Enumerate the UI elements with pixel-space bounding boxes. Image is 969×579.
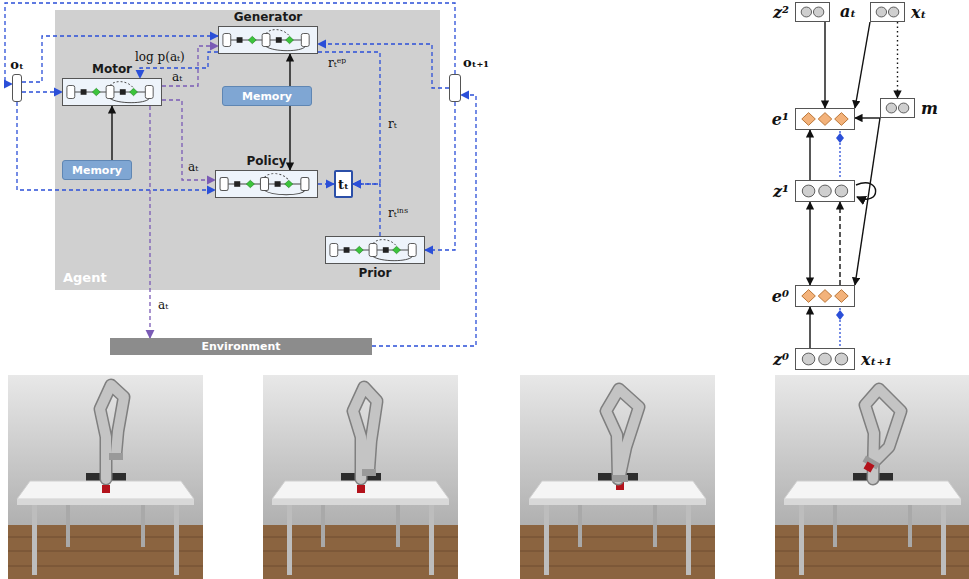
variable-name: z⁰ [773,350,789,369]
robot-frame [263,375,458,579]
environment-bar: Environment [110,338,372,355]
module-icon [796,286,854,306]
module-icon [871,3,904,21]
variable-name: z¹ [773,182,789,201]
variable-box: z⁰xₜ₊₁ [795,348,855,370]
connector [318,52,380,184]
module-name: Policy [246,154,286,168]
module-icon [326,237,424,263]
signal-label: rₜᵉᵖ [326,56,348,70]
region-label: Agent [63,270,107,285]
module-name: Generator [234,10,303,24]
module-icon [219,27,317,53]
target-box: tₜ [334,170,353,198]
agent-region: GeneratorMemoryMotorMemoryPolicytₜPriorA… [55,10,440,290]
connector [855,118,880,285]
module-box: Generator [218,26,318,54]
observation-box: oₜ₊₁ [449,74,461,102]
robot-frame [775,375,969,579]
connector [111,106,112,160]
variable-name: e⁰ [772,287,789,306]
variable-box: xₜ [870,2,905,22]
connector [162,100,215,180]
variable-name: m [921,99,938,118]
connector [318,183,334,184]
variable-box: z² [795,2,830,22]
robot-frame [8,375,203,579]
variable-box: m [880,98,915,118]
agent-ground [55,10,440,290]
connector [839,202,840,285]
connector [425,102,455,250]
signal-label: log p(aₜ) [133,50,187,64]
signal-label: rₜⁱⁿˢ [386,206,410,220]
memory-box: Memory [62,160,132,180]
module-icon [796,109,854,129]
connector [5,3,455,84]
error-box: e⁰ [795,285,855,307]
module-name: Prior [359,266,392,280]
signal-label: rₜ [386,117,399,131]
module-name: Motor [92,62,132,76]
variable-name: xₜ [911,3,926,22]
connector [353,184,380,236]
module-icon [796,3,829,21]
module-icon [796,349,854,369]
connector [318,44,449,88]
signal-label: aₜ [186,160,200,174]
connector [855,117,880,118]
variable-name: e¹ [772,110,789,129]
memory-box: Memory [222,86,312,106]
connector [809,130,810,180]
graphical-model-marks [836,131,876,347]
module-icon [881,99,914,117]
robot-frame [520,375,715,579]
connector [289,106,290,170]
connector [897,22,898,98]
observation-box: oₜ [12,74,22,102]
environment-label: Environment [201,340,280,353]
module-icon [796,181,854,201]
connector [22,91,62,92]
module-box: Motor [62,78,162,106]
signal-name: tₜ [338,177,349,192]
signal-name: oₜ [10,57,24,72]
connector [855,22,870,108]
connector [289,54,290,86]
connector [149,106,150,338]
memory-label: Memory [242,90,292,103]
module-icon [216,171,317,197]
connector [824,22,825,108]
signal-label: aₜ [156,298,170,312]
connector [17,102,215,190]
connector [372,95,476,346]
module-box: Prior [325,236,425,264]
variable-name: z² [773,3,789,22]
variable-name: xₜ₊₁ [861,350,892,369]
signal-label: aₜ [170,70,184,84]
variable-box: z¹ [795,180,855,202]
memory-label: Memory [72,164,122,177]
module-icon [63,79,161,105]
signal-name: oₜ₊₁ [463,55,489,70]
connector [22,36,218,82]
module-box: Policy [215,170,318,198]
connector [809,202,810,285]
error-box: e¹ [795,108,855,130]
signal-label: aₜ [838,2,858,21]
connector [809,307,810,348]
